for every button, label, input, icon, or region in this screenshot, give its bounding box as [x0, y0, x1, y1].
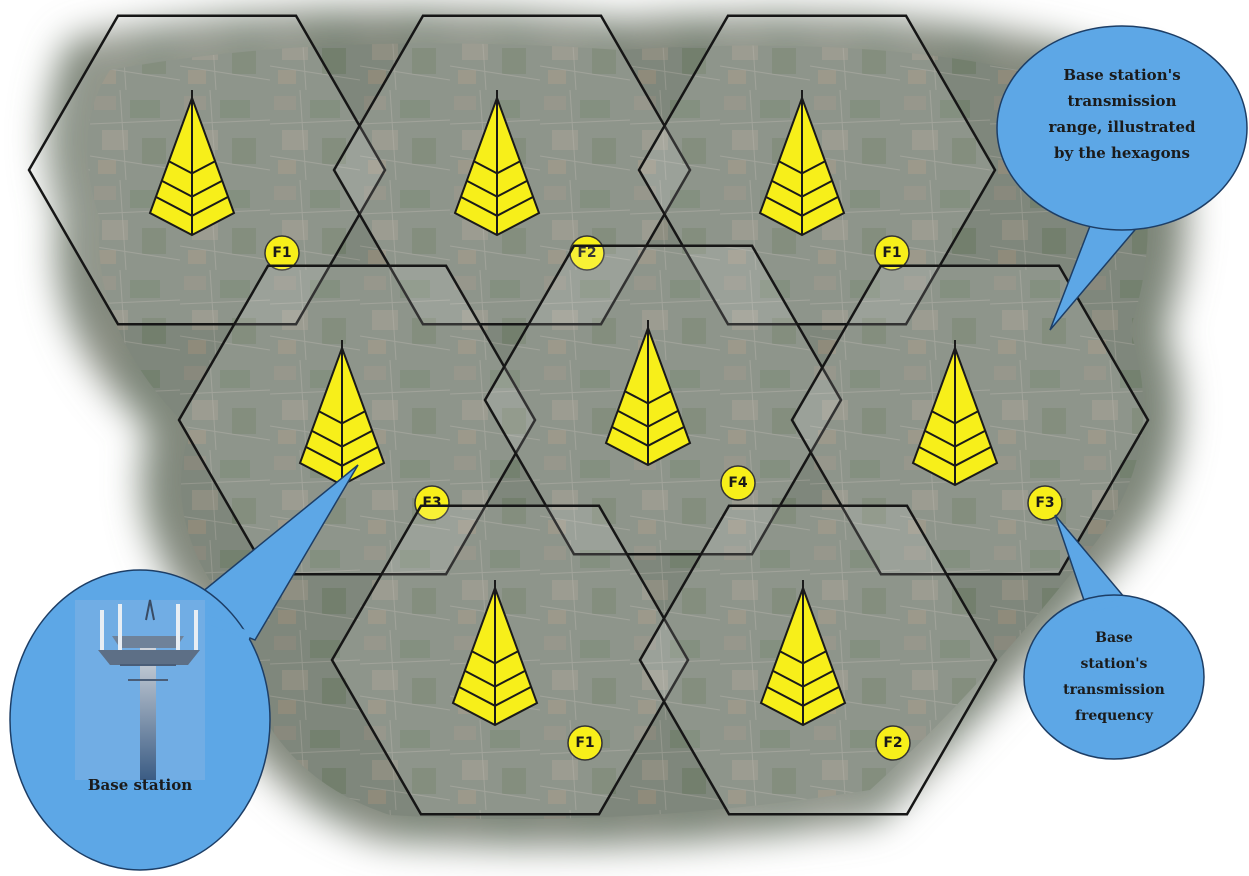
frequency-callout-line-4: frequency — [1075, 708, 1154, 724]
frequency-label: F3 — [1035, 495, 1054, 511]
frequency-callout-line-3: transmission — [1063, 682, 1165, 698]
range-callout-line-1: Base station's — [1063, 66, 1180, 84]
frequency-badge: F3 — [1028, 486, 1062, 520]
base-station-label: Base station — [88, 776, 192, 794]
frequency-label: F4 — [728, 475, 748, 491]
frequency-badge: F1 — [568, 726, 602, 760]
range-callout-line-3: range, illustrated — [1049, 118, 1196, 136]
frequency-callout-line-1: Base — [1095, 630, 1133, 646]
frequency-callout-line-2: station's — [1081, 656, 1148, 672]
range-callout-line-2: transmission — [1068, 92, 1177, 110]
frequency-badge: F2 — [876, 726, 910, 760]
frequency-label: F1 — [575, 735, 594, 751]
frequency-label: F2 — [883, 735, 902, 751]
frequency-label: F1 — [882, 245, 901, 261]
frequency-label: F1 — [272, 245, 291, 261]
frequency-badge: F4 — [721, 466, 755, 500]
range-callout-line-4: by the hexagons — [1054, 144, 1190, 162]
cell-tower-photo — [75, 600, 205, 780]
